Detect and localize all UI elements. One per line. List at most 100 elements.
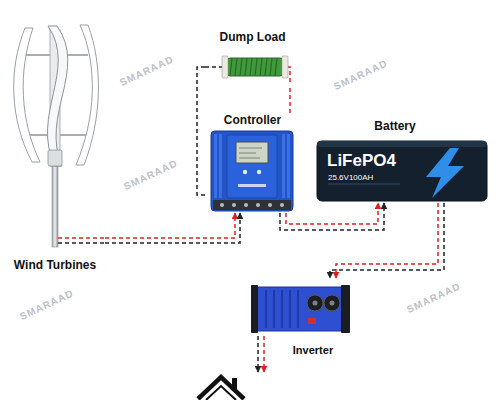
- resistor-coil-part: [230, 58, 232, 76]
- house-wire: [257, 336, 259, 372]
- controller-node: Controller: [205, 113, 300, 213]
- inverter-fins: [266, 290, 298, 328]
- controller-ribs-part: [282, 134, 285, 198]
- house-icon: [198, 377, 244, 400]
- terminals-part: [244, 203, 248, 207]
- terminals: [220, 203, 284, 207]
- resistor-coil-part: [275, 58, 277, 76]
- wire-lane: [286, 203, 378, 224]
- terminal-strip: [213, 200, 291, 210]
- watermark: SMARAAD: [18, 287, 75, 322]
- resistor-body: [226, 58, 284, 76]
- resistor-symbol: [205, 56, 290, 85]
- fan-hub: [330, 301, 335, 306]
- turbine-generator: [48, 150, 62, 166]
- battery-brand: LiFePO4: [327, 151, 427, 171]
- wire-lane: [105, 213, 240, 243]
- watermark: SMARAAD: [332, 57, 389, 92]
- inverter-cap: [341, 285, 350, 333]
- wire-lane: [280, 203, 384, 230]
- resistor-lead: [205, 66, 223, 68]
- resistor-coil-part: [240, 58, 242, 76]
- inverter-fins-part: [265, 290, 267, 328]
- controller-illustration: [211, 131, 293, 211]
- fan-hub: [313, 301, 318, 306]
- node-label: Inverter: [278, 344, 348, 357]
- inverter-fins-part: [281, 290, 283, 328]
- wire-lane: [289, 85, 291, 113]
- turbine-wire: [58, 242, 105, 244]
- wire-lane: [330, 203, 444, 278]
- wire-connector: [105, 213, 240, 243]
- lcd-lines-part: [239, 148, 262, 149]
- controller-panel: [227, 135, 277, 198]
- house-wire: [263, 336, 265, 372]
- resistor-coil-part: [260, 58, 262, 76]
- lcd-lines-part: [239, 158, 260, 159]
- wind-turbine-illustration: [14, 25, 105, 247]
- inverter-fins-part: [289, 290, 291, 328]
- inverter-fins-part: [297, 290, 299, 328]
- turbine-wire: [58, 237, 105, 239]
- controller-body: [211, 131, 293, 211]
- battery-trim: [328, 184, 400, 185]
- terminals-part: [232, 203, 236, 207]
- inverter-switch: [308, 318, 316, 324]
- turbine-blade: [47, 26, 67, 166]
- resistor-coil-part: [235, 58, 237, 76]
- wire-lane: [105, 213, 235, 238]
- battery-rating: 25.6V100AH: [328, 173, 418, 183]
- wire-connector: [280, 203, 384, 230]
- controller-ribs-part: [219, 134, 222, 198]
- resistor-cap: [282, 56, 288, 78]
- resistor-coil: [230, 58, 277, 76]
- inverter-fan: [307, 295, 323, 311]
- resistor-coil-part: [265, 58, 267, 76]
- lightning-bolt: [426, 148, 464, 198]
- turbine-node: Wind Turbines: [5, 20, 105, 278]
- inverter-body: [256, 287, 344, 331]
- terminals-part: [220, 203, 224, 207]
- watermark: SMARAAD: [122, 157, 179, 192]
- watermark: SMARAAD: [118, 53, 175, 88]
- controller-button: [257, 170, 261, 174]
- resistor-coil-part: [255, 58, 257, 76]
- inverter-cap: [251, 285, 258, 333]
- resistor-coil-part: [250, 58, 252, 76]
- inverter-fins-part: [273, 290, 275, 328]
- terminals-part: [280, 203, 284, 207]
- watermark: SMARAAD: [405, 280, 462, 315]
- lcd-screen: [236, 142, 268, 163]
- terminals-part: [256, 203, 260, 207]
- inverter-illustration: [251, 285, 350, 333]
- lcd-lines: [239, 148, 262, 158]
- battery-node: BatteryLiFePO4 25.6V100AH: [315, 118, 487, 203]
- terminals-part: [268, 203, 272, 207]
- resistor-coil-part: [270, 58, 272, 76]
- node-label: Dump Load: [205, 30, 300, 44]
- wire-lane: [197, 67, 205, 195]
- battery-illustration: [317, 141, 487, 201]
- inverter-node: Inverter: [248, 278, 353, 360]
- controller-ribs-part: [287, 134, 290, 198]
- node-label: Battery: [355, 119, 435, 133]
- resistor-cap: [222, 56, 228, 78]
- wire-connector: [330, 203, 444, 278]
- inverter-fan: [324, 295, 340, 311]
- house-icon-part: [206, 386, 236, 400]
- controller-badge: [238, 184, 266, 187]
- wire-connector: [197, 67, 290, 195]
- battery-body: [317, 141, 487, 201]
- resistor-coil-part: [245, 58, 247, 76]
- lcd-lines-part: [239, 153, 256, 154]
- battery-top: [317, 141, 487, 147]
- controller-ribs-part: [214, 134, 217, 198]
- dump-load-node: Dump Load: [205, 30, 300, 85]
- wire-lane: [336, 203, 438, 278]
- node-label: Wind Turbines: [5, 258, 105, 272]
- turbine-blade: [76, 25, 98, 165]
- controller-ribs: [214, 134, 290, 198]
